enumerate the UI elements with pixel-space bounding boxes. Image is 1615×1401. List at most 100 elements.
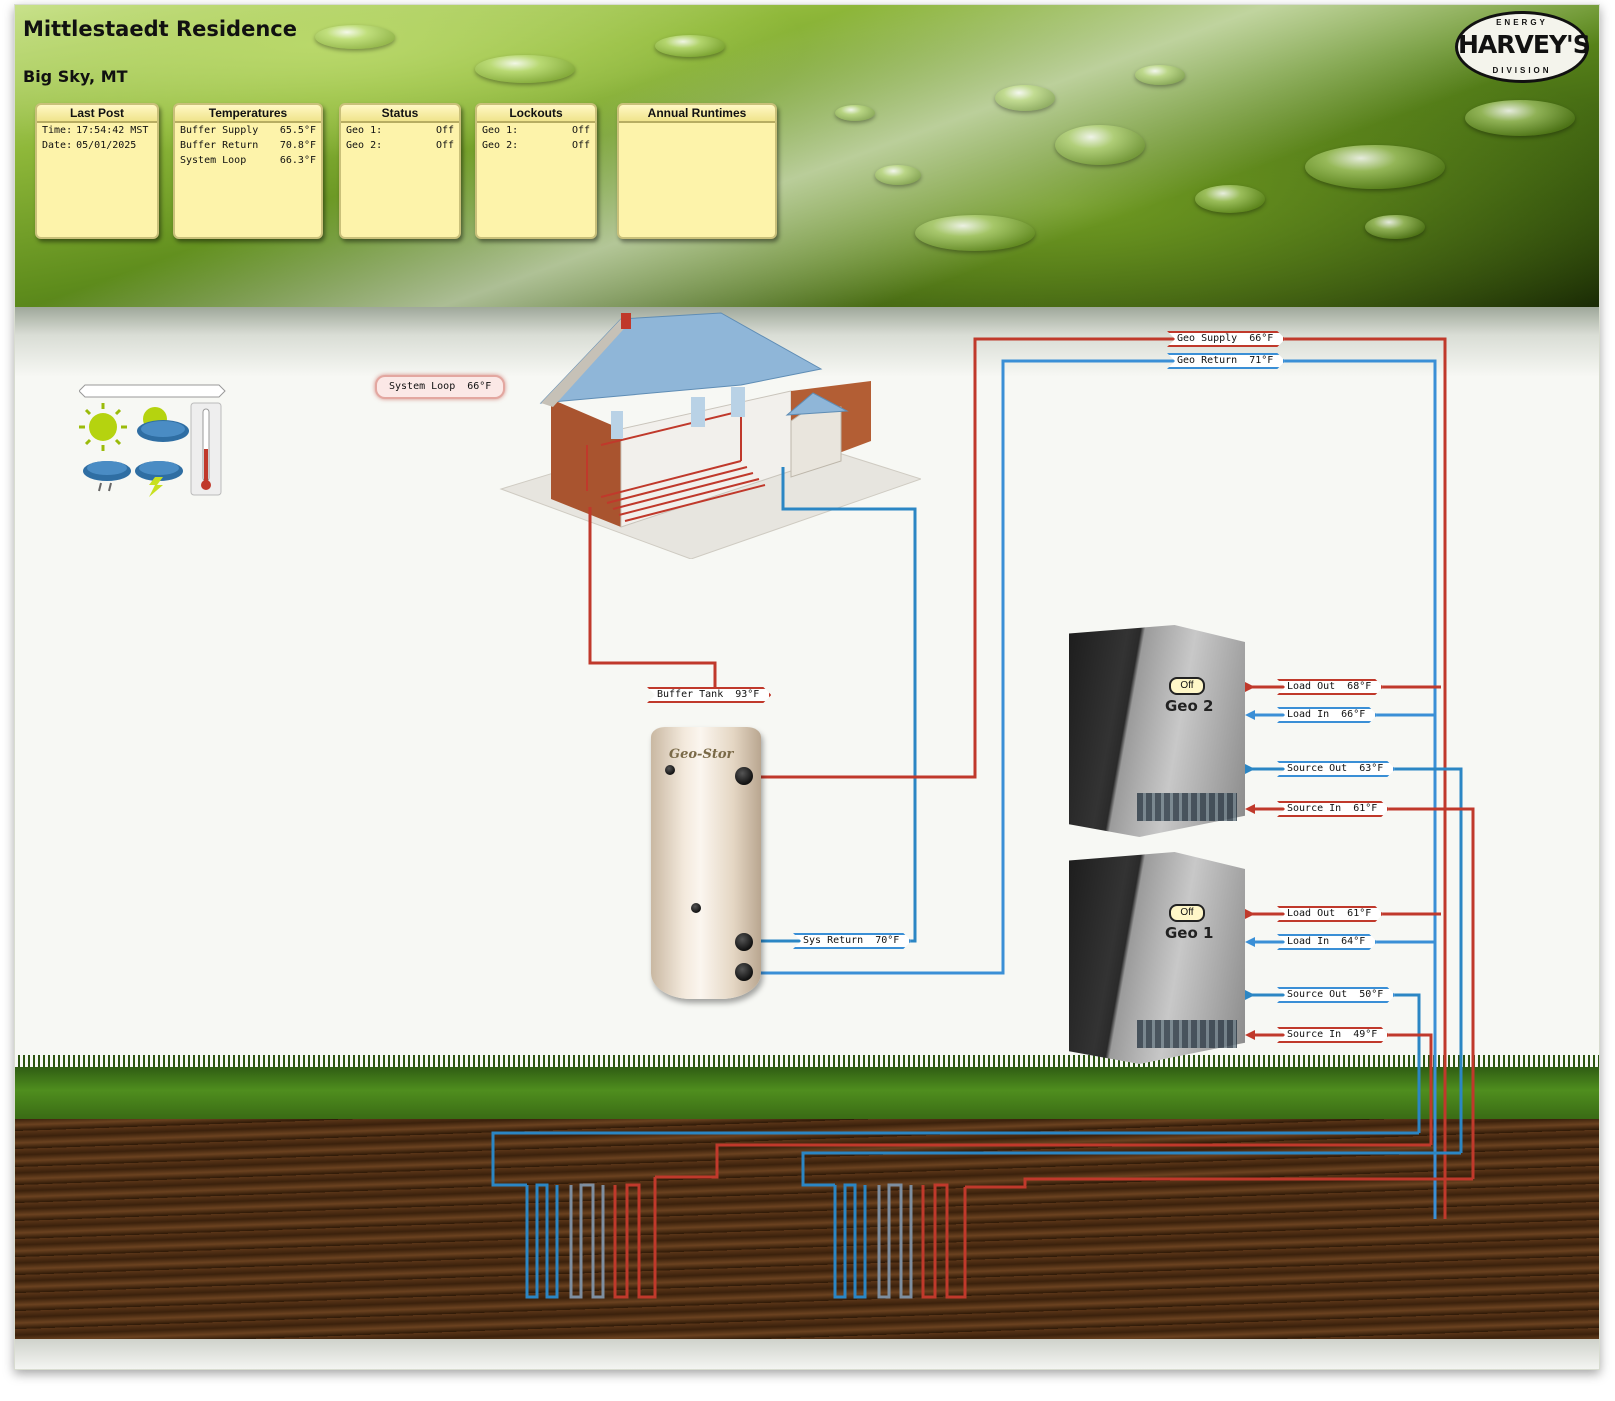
tag-value: 66°F — [1249, 333, 1274, 344]
tank-port-supply — [735, 767, 753, 785]
unit-controls — [1137, 1020, 1237, 1048]
panel-row: Date:05/01/2025 — [37, 138, 157, 153]
tank-port-sys-return — [735, 933, 753, 951]
ground-loop-header-blue — [491, 1131, 1419, 1187]
water-drop — [315, 25, 395, 49]
bottom-strip — [15, 1339, 1599, 1369]
weather-widget[interactable] — [78, 379, 229, 499]
geo2-name: Geo 2 — [1165, 697, 1214, 715]
tag-label: Source In — [1287, 803, 1342, 814]
panel-row: System Loop 66.3°F — [175, 153, 321, 168]
panel-row: Geo 2:Off — [477, 138, 595, 153]
panel-row: Geo 1:Off — [341, 123, 459, 138]
geo1-unit[interactable]: Off Geo 1 — [1069, 852, 1245, 1064]
geo1-name: Geo 1 — [1165, 924, 1214, 942]
grass-strip — [15, 1067, 1599, 1119]
row-value: 65.5°F — [279, 125, 316, 136]
geo-return-tag[interactable]: Geo Return 71°F — [1167, 353, 1285, 369]
flow-arrows — [1245, 682, 1255, 1040]
flow-arrow — [1245, 710, 1255, 720]
row-value: Off — [571, 125, 590, 136]
row-label: System Loop — [180, 155, 247, 166]
borehole-loop — [613, 1177, 657, 1299]
tag-label: Source In — [1287, 1029, 1342, 1040]
house-chimney — [621, 313, 631, 329]
borehole-loop — [525, 1183, 559, 1299]
water-drop — [915, 215, 1035, 251]
geo2-unit[interactable]: Off Geo 2 — [1069, 625, 1245, 837]
water-drop — [1305, 145, 1445, 189]
panel-title: Status — [341, 105, 459, 123]
system-scene: Geo-Stor Off Geo 2 Off Geo 1 System Loop… — [15, 307, 1599, 1369]
water-drop — [1465, 100, 1575, 136]
weather-icons — [78, 384, 226, 497]
dashboard-frame: Mittlestaedt Residence Big Sky, MT ENERG… — [14, 4, 1600, 1370]
ground-soil — [15, 1077, 1599, 1339]
panel-row: Time:17:54:42 MST — [37, 123, 157, 138]
rain-icon — [83, 461, 131, 492]
tag-value: 70°F — [875, 935, 900, 946]
panel-row: Geo 2:Off — [341, 138, 459, 153]
status-panel: Status Geo 1:Off Geo 2:Off — [339, 103, 461, 239]
tank-brand: Geo-Stor — [669, 747, 734, 762]
piping-diagram — [491, 337, 1475, 1299]
geo1-source-in-tag[interactable]: Source In 49°F — [1277, 1027, 1389, 1043]
row-label: Time: — [42, 125, 73, 136]
tag-label: Source Out — [1287, 989, 1348, 1000]
tank-port-small — [691, 903, 701, 913]
house-window — [611, 411, 623, 439]
tag-label: Geo Return — [1177, 355, 1238, 366]
geo-return-pipe — [745, 359, 1437, 1219]
row-value: 66.3°F — [279, 155, 316, 166]
tag-value: 71°F — [1249, 355, 1274, 366]
tag-value: 61°F — [1347, 908, 1372, 919]
borehole-loop — [833, 1183, 867, 1299]
system-loop-tag[interactable]: System Loop 66°F — [375, 375, 506, 399]
house-illustration — [499, 312, 923, 560]
header-banner: Mittlestaedt Residence Big Sky, MT ENERG… — [15, 5, 1599, 307]
harveys-logo[interactable]: ENERGY HARVEY'S DIVISION — [1455, 11, 1591, 83]
row-value: 70.8°F — [279, 140, 316, 151]
row-value: 05/01/2025 — [76, 140, 137, 151]
row-label: Geo 1: — [346, 125, 383, 136]
weather-label-bar — [78, 384, 226, 398]
house-window — [691, 397, 705, 427]
buffer-tank[interactable]: Geo-Stor — [651, 727, 761, 999]
ground-loop-header-red — [655, 1143, 1431, 1179]
annual-runtimes-panel: Annual Runtimes — [617, 103, 777, 239]
lockouts-panel: Lockouts Geo 1:Off Geo 2:Off — [475, 103, 597, 239]
tag-value: 66°F — [1341, 709, 1366, 720]
tag-value: 49°F — [1353, 1029, 1378, 1040]
water-drop — [835, 105, 875, 121]
tag-label: Source Out — [1287, 763, 1348, 774]
water-drop — [1365, 215, 1425, 239]
row-label: Geo 2: — [482, 140, 519, 151]
geo1-source-in-pipe — [1255, 1033, 1433, 1145]
tag-label: Load Out — [1287, 681, 1336, 692]
partly-cloudy-icon — [137, 407, 189, 442]
thermometer-icon — [190, 402, 222, 496]
tank-port-geo-return — [735, 963, 753, 981]
borehole-loop — [877, 1183, 913, 1299]
tag-label: System Loop — [389, 381, 456, 392]
panel-row: Geo 1:Off — [477, 123, 595, 138]
flow-arrow — [1245, 937, 1255, 947]
panel-title: Annual Runtimes — [619, 105, 775, 123]
panel-title: Lockouts — [477, 105, 595, 123]
tag-value: 66°F — [467, 381, 492, 392]
house-cutaway[interactable] — [491, 311, 923, 560]
panel-title: Last Post — [37, 105, 157, 123]
house-roof-edge — [541, 319, 631, 407]
tank-port-small — [665, 765, 675, 775]
